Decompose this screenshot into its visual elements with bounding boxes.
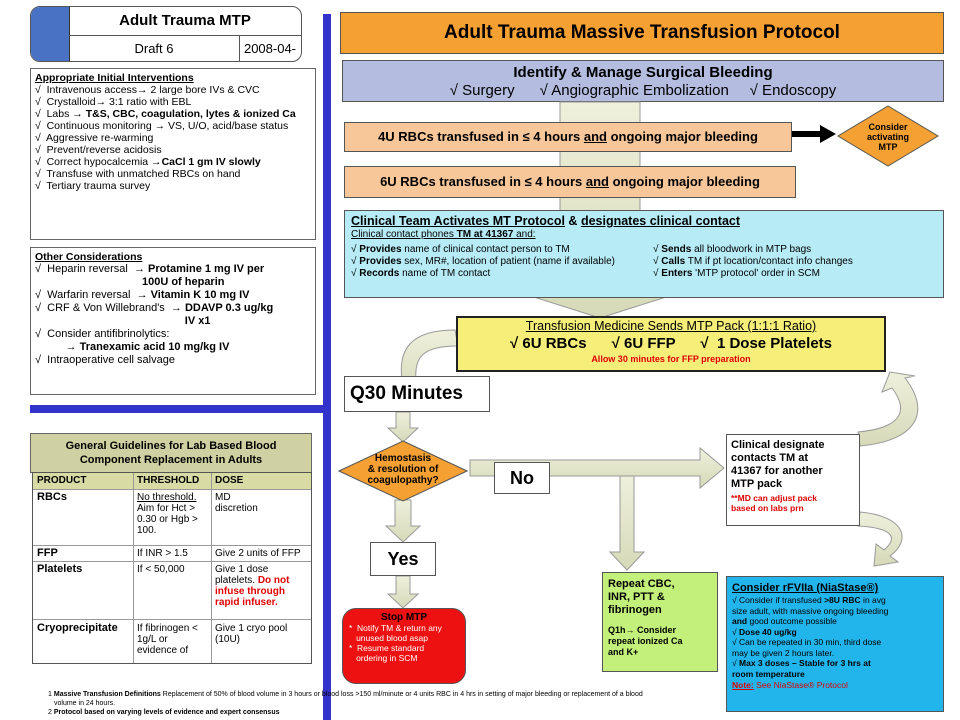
list-item: 100U of heparin	[141, 276, 225, 288]
rfviia-line: √ Max 3 doses – Stable for 3 hrs at	[732, 658, 871, 668]
list-item: √ Aggressive re-warming	[35, 132, 154, 144]
q30-minutes-box: Q30 Minutes	[344, 376, 490, 412]
footnote: volume in 24 hours.	[54, 700, 116, 707]
no-box: No	[494, 462, 550, 494]
activation-item: √ Provides sex, MR#, location of patient…	[351, 256, 615, 267]
doc-title: Adult Trauma MTP	[69, 7, 301, 36]
lab-table: PRODUCT THRESHOLD DOSE RBCs No threshold…	[32, 472, 312, 664]
yes-box: Yes	[370, 542, 436, 576]
list-item: √ Prevent/reverse acidosis	[35, 144, 162, 156]
activation-item: √ Sends all bloodwork in MTP bags	[653, 244, 812, 255]
tm-note: Allow 30 minutes for FFP preparation	[591, 354, 751, 364]
tm-pack-box: Transfusion Medicine Sends MTP Pack (1:1…	[456, 316, 886, 372]
up-curve-arrow	[857, 371, 919, 447]
list-item: √ CRF & Von Willebrand's → DDAVP 0.3 ug/…	[35, 302, 274, 314]
activation-item: √ Calls TM if pt location/contact info c…	[653, 256, 853, 267]
header-tab	[31, 7, 70, 61]
rfviia-line: √ Can be repeated in 30 min, third dose	[732, 637, 882, 647]
list-item: √ Crystalloid→ 3:1 ratio with EBL	[35, 96, 192, 108]
activation-item: √ Enters 'MTP protocol' order in SCM	[653, 268, 820, 279]
tm-products: √ 6U RBCs √ 6U FFP √ 1 Dose Platelets	[509, 335, 833, 352]
lab-row-threshold: If INR > 1.5	[137, 548, 188, 559]
date-label: 2008-04-04	[243, 41, 297, 56]
rfviia-box: Consider rFVIIa (NiaStase®) √ Consider i…	[726, 576, 944, 712]
activation-phone: Clinical contact phones TM at 41367 and:	[351, 229, 536, 240]
lab-row-dose: Give 1 cryo pool(10U)	[215, 623, 288, 645]
diamond-down-arrow	[386, 411, 420, 443]
col-header-dose: DOSE	[215, 475, 244, 486]
rfviia-line: and good outcome possible	[732, 616, 837, 626]
other-title: Other Considerations	[35, 251, 143, 263]
initial-interventions-box: Appropriate Initial Interventions √ Intr…	[30, 68, 316, 240]
list-item: → Tranexamic acid 10 mg/kg IV	[35, 341, 230, 353]
other-considerations-box: Other Considerations √ Heparin reversal …	[30, 247, 316, 395]
lab-row-dose: Give 2 units of FFP	[215, 548, 301, 559]
activation-box: Clinical Team Activates MT Protocol & de…	[344, 210, 944, 298]
main-title: Adult Trauma Massive Transfusion Protoco…	[340, 12, 944, 54]
activation-title: Clinical Team Activates MT Protocol & de…	[351, 214, 741, 228]
lab-row-product: FFP	[37, 547, 58, 559]
activation-item: √ Provides name of clinical contact pers…	[351, 244, 570, 255]
list-item: √ Transfuse with unmatched RBCs on hand	[35, 168, 241, 180]
tm-title: Transfusion Medicine Sends MTP Pack (1:1…	[525, 319, 817, 333]
rbc-6u-box: 6U RBCs transfused in ≤ 4 hours and ongo…	[344, 166, 796, 198]
lab-row-threshold: If < 50,000	[137, 564, 185, 575]
lab-guidelines-title: General Guidelines for Lab Based Blood C…	[30, 433, 312, 473]
list-item: √ Intravenous access→ 2 large bore IVs &…	[35, 84, 260, 96]
lab-title-line-2: Component Replacement in Adults	[79, 454, 263, 466]
rfviia-line: may be given 2 hours later.	[732, 647, 835, 658]
rfviia-line: room temperature	[732, 668, 805, 679]
list-item: √ Labs → T&S, CBC, coagulation, lytes & …	[35, 108, 296, 120]
surgical-title: Identify & Manage Surgical Bleeding	[513, 64, 773, 81]
lab-row-threshold: No threshold.Aim for Hct >0.30 or Hgb >1…	[137, 492, 198, 536]
header-card: Adult Trauma MTP Draft 6 2008-04-04	[30, 6, 302, 62]
lab-row-dose: Give 1 dose platelets. Do not infuse thr…	[215, 564, 290, 608]
rfviia-line: √ Consider if transfused >8U RBC in avg	[732, 595, 886, 605]
lab-row-product: Platelets	[37, 563, 83, 575]
surgical-options: √ Surgery √ Angiographic Embolization √ …	[449, 82, 837, 99]
repeat-labs-box: Repeat CBC,INR, PTT &fibrinogen Q1h→ Con…	[602, 572, 718, 672]
horizontal-divider	[30, 405, 326, 413]
lab-table-header: PRODUCT THRESHOLD DOSE	[33, 473, 311, 489]
vertical-divider	[323, 14, 331, 720]
surgical-bleeding-box: Identify & Manage Surgical Bleeding √ Su…	[342, 60, 944, 102]
consider-arrow	[792, 125, 836, 143]
yes-down-arrow	[384, 499, 422, 543]
repeat-down-arrow	[608, 475, 646, 571]
list-item: √ Warfarin reversal → Vitamin K 10 mg IV	[35, 289, 250, 301]
stop-mtp-box: Stop MTP * Notify TM & return any unused…	[342, 608, 466, 684]
lab-row-product: Cryoprecipitate	[37, 622, 118, 634]
rbc-4u-box: 4U RBCs transfused in ≤ 4 hours and ongo…	[344, 122, 792, 152]
footnotes: 1 Massive Transfusion Definitions Replac…	[48, 690, 708, 717]
footnote: 1 Massive Transfusion Definitions Replac…	[48, 691, 643, 698]
activation-item: √ Records name of TM contact	[351, 268, 491, 279]
lab-title-line-1: General Guidelines for Lab Based Blood	[65, 440, 277, 452]
stop-down-arrow	[386, 575, 420, 609]
list-item: √ Continuous monitoring → VS, U/O, acid/…	[35, 120, 289, 132]
draft-label: Draft 6	[69, 35, 240, 61]
initial-title: Appropriate Initial Interventions	[35, 72, 194, 84]
list-item: √ Intraoperative cell salvage	[35, 354, 175, 366]
footnote: 2 Protocol based on varying levels of ev…	[48, 709, 280, 716]
rfvii-curve-arrow	[857, 511, 903, 567]
rfviia-line: √ Dose 40 ug/kg	[732, 626, 797, 637]
list-item: √ Correct hypocalcemia →CaCl 1 gm IV slo…	[35, 156, 261, 168]
col-header-product: PRODUCT	[37, 475, 87, 486]
list-item: √ Tertiary trauma survey	[35, 180, 151, 192]
list-item: √ Consider antifibrinolytics:	[35, 328, 170, 340]
lab-row-product: RBCs	[37, 491, 67, 503]
list-item: IV x1	[184, 315, 211, 327]
col-header-threshold: THRESHOLD	[137, 475, 200, 486]
list-item: √ Heparin reversal → Protamine 1 mg IV p…	[35, 263, 265, 275]
rfviia-line: size adult, with massive ongoing bleedin…	[732, 605, 889, 616]
